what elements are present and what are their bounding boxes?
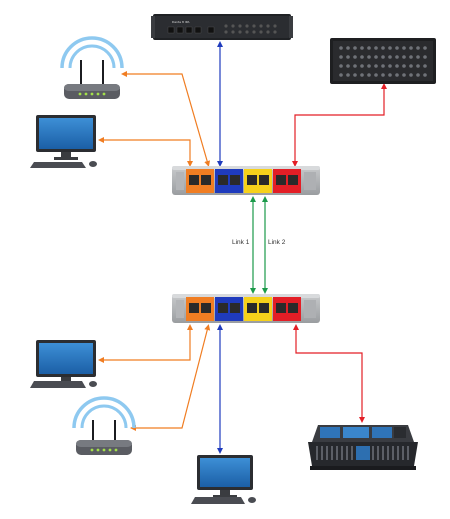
connection-top-router bbox=[121, 71, 211, 167]
link-2-label: Link 2 bbox=[268, 239, 286, 246]
dante-device-label: Dante 8 IPA bbox=[172, 20, 190, 24]
bottom-center-computer-icon bbox=[191, 455, 256, 504]
connection-bottom-computer bbox=[98, 324, 193, 363]
bottom-left-computer-icon bbox=[30, 340, 97, 388]
dante-rack-device: Dante 8 IPA bbox=[151, 14, 293, 40]
switch-1 bbox=[172, 166, 320, 195]
stage-box bbox=[330, 38, 436, 84]
link-1-label: Link 1 bbox=[232, 239, 250, 246]
top-computer-icon bbox=[30, 115, 97, 168]
connection-stage-box bbox=[292, 83, 387, 167]
connection-bottom-router bbox=[130, 324, 211, 431]
top-wifi-router-icon bbox=[60, 36, 124, 99]
bottom-wifi-router-icon bbox=[72, 396, 136, 455]
connection-top-computer bbox=[98, 137, 193, 167]
switch-2 bbox=[172, 294, 320, 323]
mixing-console-icon bbox=[308, 425, 418, 470]
connection-mixing-console bbox=[293, 324, 365, 423]
